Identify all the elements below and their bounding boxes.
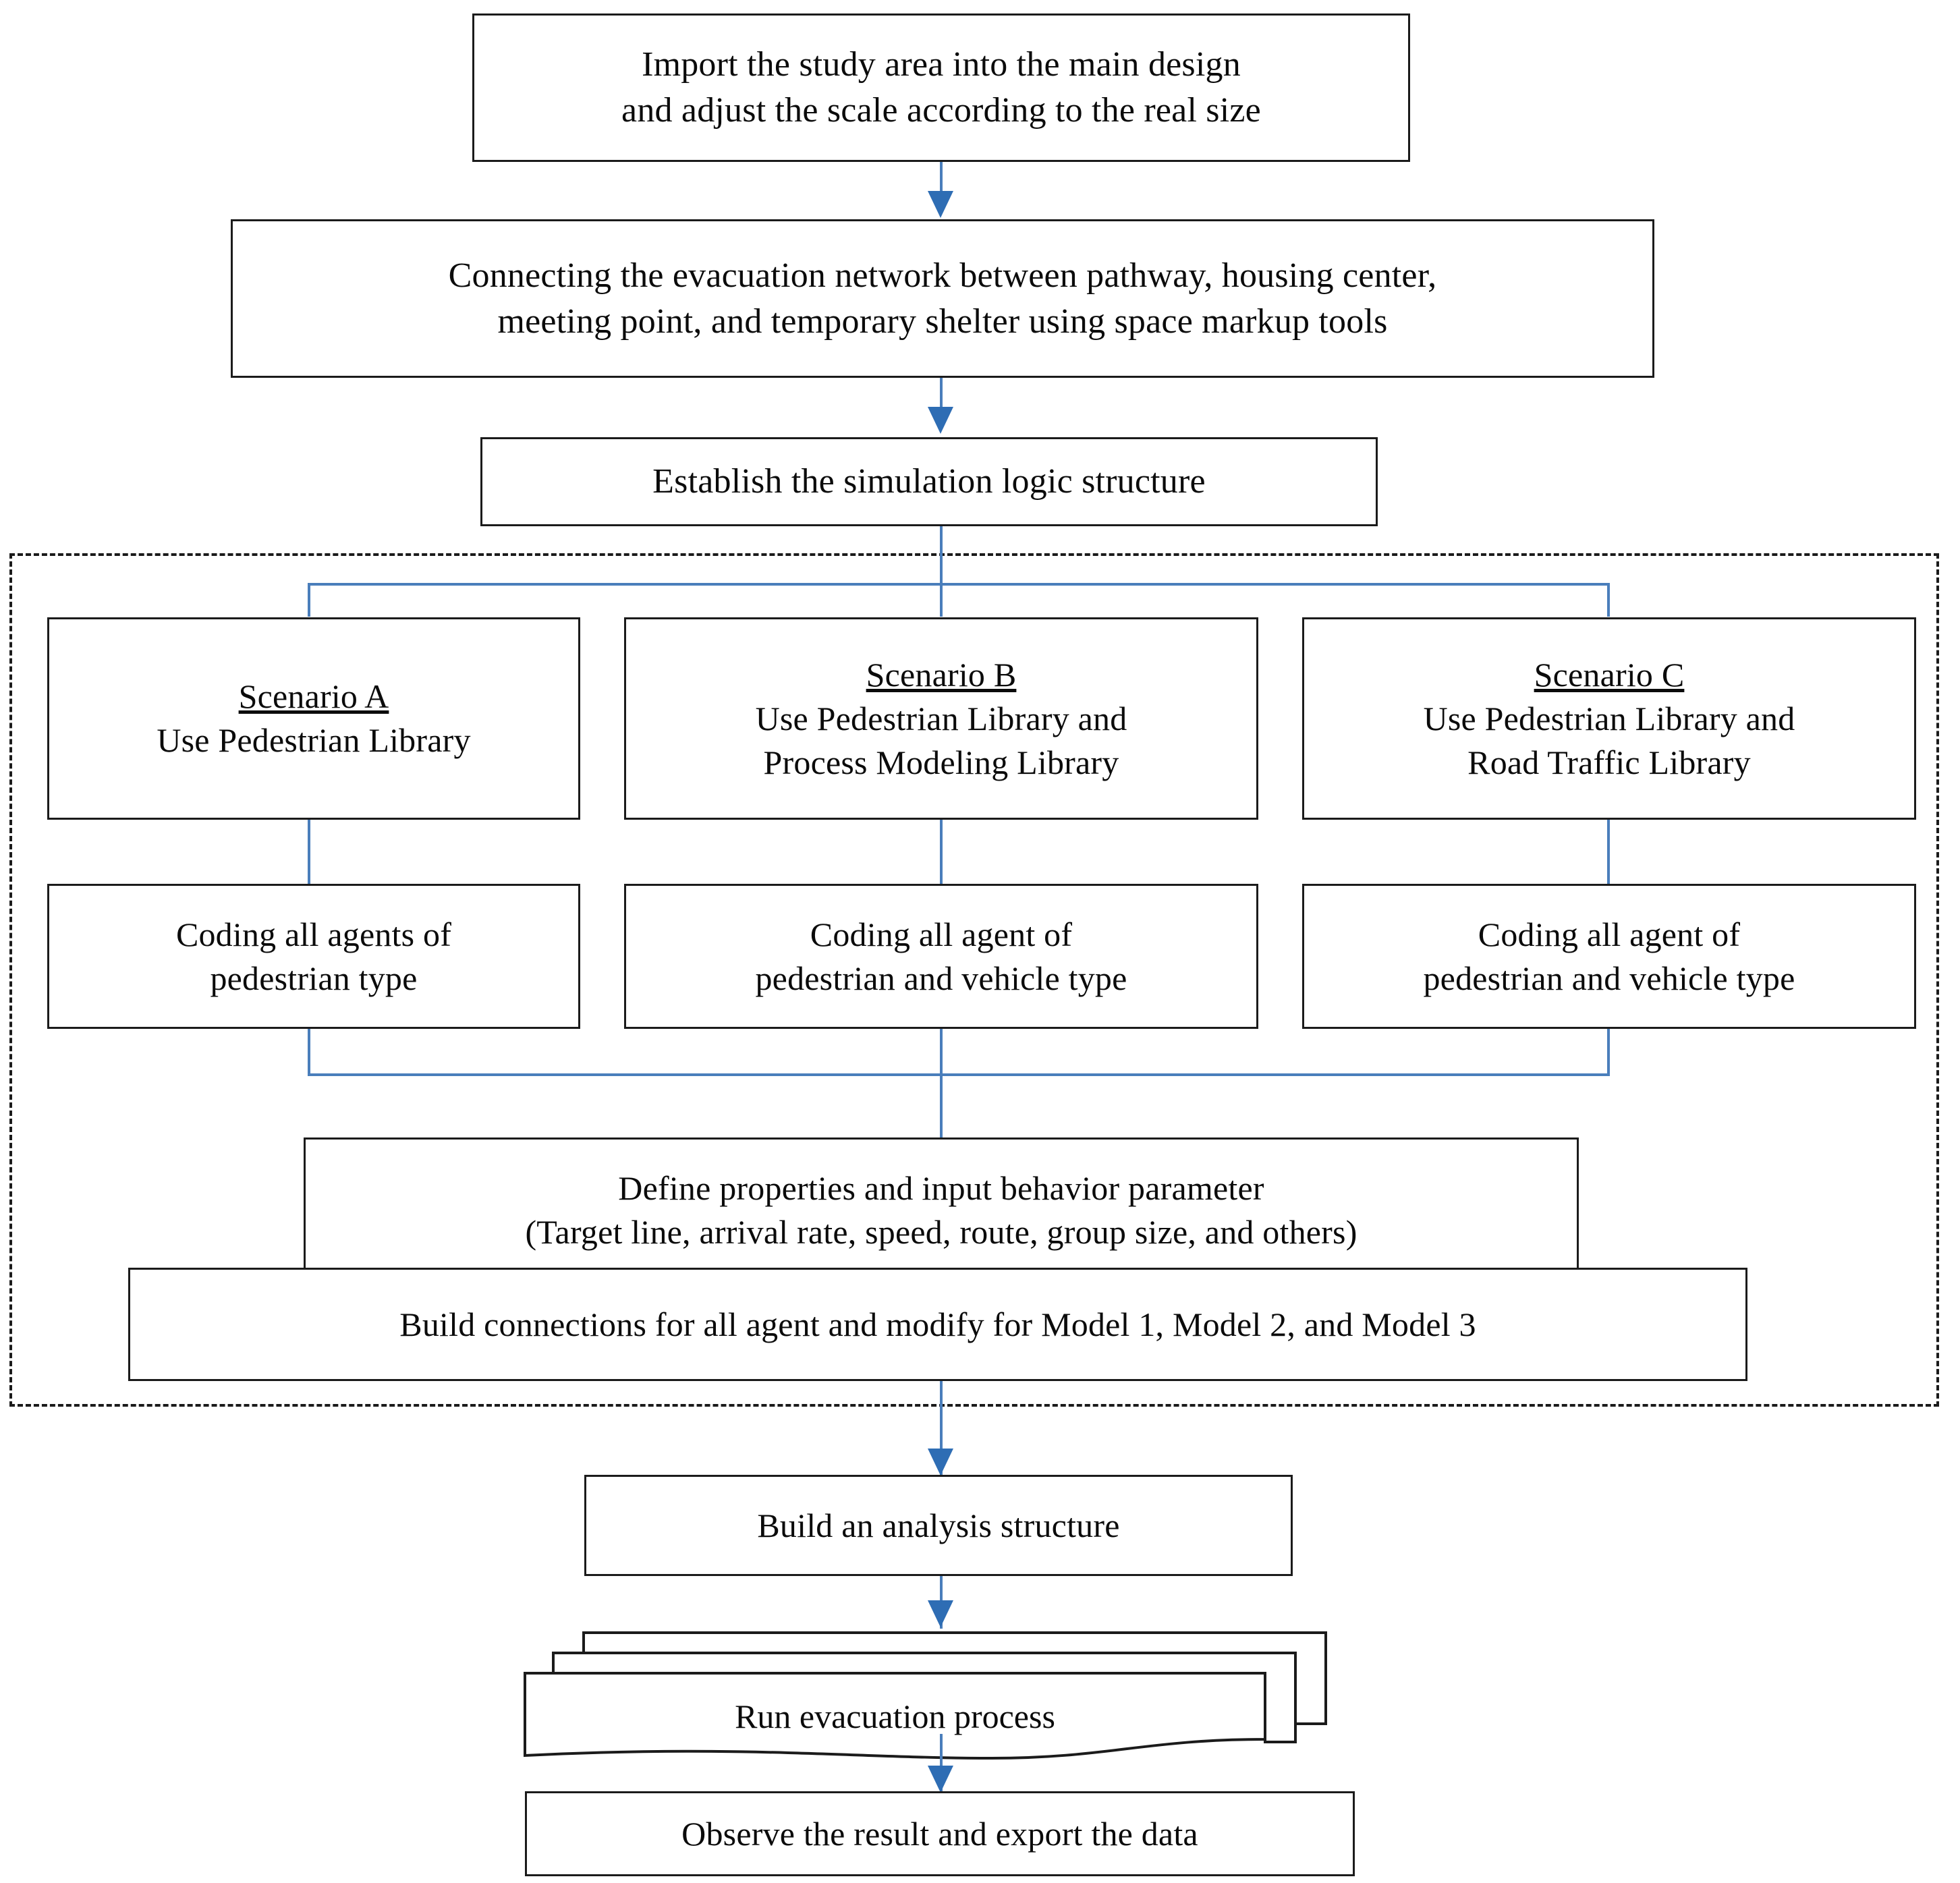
step-box-analysis-structure[interactable]: Build an analysis structure: [584, 1472, 1293, 1579]
coding-c-line-2: pedestrian and vehicle type: [1423, 959, 1795, 997]
step-box-import[interactable]: Import the study area into the main desi…: [472, 11, 1411, 165]
coding-box-a[interactable]: Coding all agents of pedestrian type: [47, 881, 581, 1032]
connector-scenario-a-to-coding-a: [308, 820, 310, 884]
step-box-observe-result[interactable]: Observe the result and export the data: [525, 1789, 1355, 1879]
document-sheet-front: [524, 1672, 1266, 1760]
scenario-group-dashed-region: [9, 553, 1939, 1407]
merge-riser-coding-c: [1607, 1029, 1610, 1076]
arrow-import-to-connecting: [928, 191, 953, 218]
scenario-a-desc-line-1: Use Pedestrian Library: [157, 721, 471, 759]
build-connections-line-1: Build connections for all agent and modi…: [399, 1305, 1476, 1343]
merge-riser-coding-b: [940, 1029, 943, 1076]
scenario-c-desc-line-2: Road Traffic Library: [1467, 743, 1751, 781]
merge-bus-horizontal: [308, 1073, 1610, 1076]
scenario-box-a[interactable]: Scenario A Use Pedestrian Library: [47, 615, 581, 822]
branch-drop-scenario-a: [308, 583, 310, 617]
connector-merge-to-define: [940, 1073, 943, 1137]
step-box-build-connections[interactable]: Build connections for all agent and modi…: [128, 1265, 1748, 1384]
scenario-b-title: Scenario B: [866, 655, 1017, 694]
connector-run-to-observe: [940, 1734, 943, 1795]
branch-bus-horizontal: [308, 583, 1610, 586]
observe-line-1: Observe the result and export the data: [681, 1814, 1198, 1853]
arrow-to-analysis-structure: [928, 1449, 953, 1476]
branch-drop-scenario-c: [1607, 583, 1610, 617]
multi-document-run-evacuation[interactable]: Run evacuation process: [520, 1626, 1370, 1761]
define-line-1: Define properties and input behavior par…: [618, 1169, 1264, 1207]
scenario-box-c[interactable]: Scenario C Use Pedestrian Library and Ro…: [1302, 615, 1917, 822]
step-box-define-properties[interactable]: Define properties and input behavior par…: [304, 1135, 1579, 1285]
import-line-1: Import the study area into the main desi…: [642, 45, 1241, 84]
define-line-2: (Target line, arrival rate, speed, route…: [525, 1212, 1357, 1251]
step-box-connecting-network[interactable]: Connecting the evacuation network betwee…: [231, 217, 1655, 381]
coding-box-b[interactable]: Coding all agent of pedestrian and vehic…: [624, 881, 1259, 1032]
arrow-to-run-evacuation: [928, 1600, 953, 1627]
scenario-a-title: Scenario A: [238, 677, 389, 715]
connector-import-to-connecting: [940, 162, 943, 204]
arrow-to-observe-result: [928, 1766, 953, 1793]
connector-scenario-c-to-coding-c: [1607, 820, 1610, 884]
coding-box-c[interactable]: Coding all agent of pedestrian and vehic…: [1302, 881, 1917, 1032]
connector-scenario-b-to-coding-b: [940, 820, 943, 884]
coding-b-line-2: pedestrian and vehicle type: [755, 959, 1127, 997]
scenario-c-title: Scenario C: [1534, 655, 1685, 694]
connecting-line-2: meeting point, and temporary shelter usi…: [497, 302, 1388, 341]
connecting-line-1: Connecting the evacuation network betwee…: [448, 256, 1437, 295]
coding-c-line-1: Coding all agent of: [1478, 915, 1741, 953]
scenario-b-desc-line-1: Use Pedestrian Library and: [755, 699, 1127, 737]
multi-document-shape: [524, 1631, 1327, 1760]
step-box-establish-logic[interactable]: Establish the simulation logic structure: [480, 434, 1378, 529]
establish-line-1: Establish the simulation logic structure: [652, 462, 1206, 501]
run-evacuation-label: Run evacuation process: [735, 1697, 1055, 1735]
connector-connecting-to-establish: [940, 378, 943, 420]
merge-riser-coding-a: [308, 1029, 310, 1076]
scenario-c-desc-line-1: Use Pedestrian Library and: [1423, 699, 1795, 737]
scenario-b-desc-line-2: Process Modeling Library: [763, 743, 1119, 781]
connector-build-connections-to-analysis: [940, 1381, 943, 1476]
scenario-box-b[interactable]: Scenario B Use Pedestrian Library and Pr…: [624, 615, 1259, 822]
analysis-line-1: Build an analysis structure: [757, 1506, 1120, 1544]
coding-b-line-1: Coding all agent of: [810, 915, 1073, 953]
arrow-connecting-to-establish: [928, 407, 953, 434]
branch-drop-scenario-b: [940, 583, 943, 617]
connector-establish-to-branch-bus: [940, 526, 943, 584]
coding-a-line-2: pedestrian type: [210, 959, 418, 997]
coding-a-line-1: Coding all agents of: [175, 915, 452, 953]
import-line-2: and adjust the scale according to the re…: [621, 91, 1261, 130]
